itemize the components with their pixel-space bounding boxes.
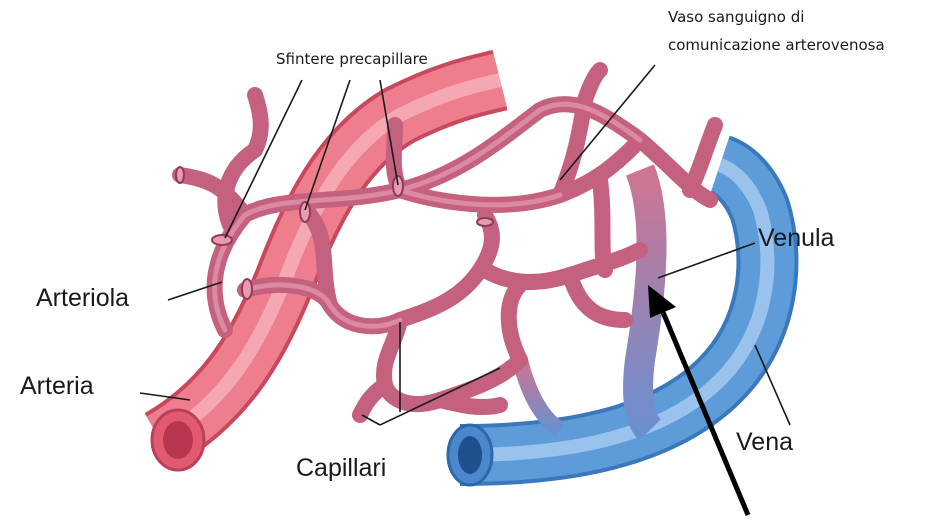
label-venula: Venula	[758, 224, 834, 253]
label-capillari: Capillari	[296, 454, 386, 483]
sphincter-ring	[212, 235, 232, 245]
sphincter-ring	[300, 202, 310, 222]
label-arteria: Arteria	[20, 372, 94, 401]
label-sfintere-precapillare: Sfintere precapillare	[276, 50, 428, 68]
label-vaso-line1: Vaso sanguigno di	[668, 8, 804, 26]
sphincter-ring	[393, 176, 403, 196]
sphincter-ring	[242, 279, 252, 299]
sphincter-ring	[477, 218, 493, 226]
label-vena: Vena	[736, 428, 793, 457]
sphincter-ring	[176, 167, 184, 183]
label-arteriola: Arteriola	[36, 284, 129, 313]
label-vaso-line2: comunicazione arterovenosa	[668, 36, 885, 54]
